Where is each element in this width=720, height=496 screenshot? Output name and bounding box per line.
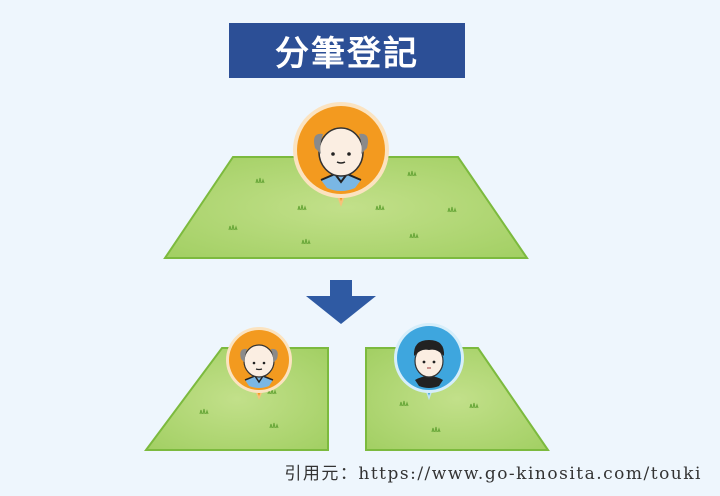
title-banner: 分筆登記 [229, 23, 465, 78]
page-title: 分筆登記 [275, 34, 419, 74]
owner-pin-young-man [394, 323, 464, 401]
down-arrow-icon [306, 280, 376, 324]
owner-pin-elderly-man [293, 102, 389, 207]
source-caption: 引用元：https://www.go-kinosita.com/touki [284, 464, 702, 484]
owner-pin-elderly-man-small [226, 327, 292, 400]
